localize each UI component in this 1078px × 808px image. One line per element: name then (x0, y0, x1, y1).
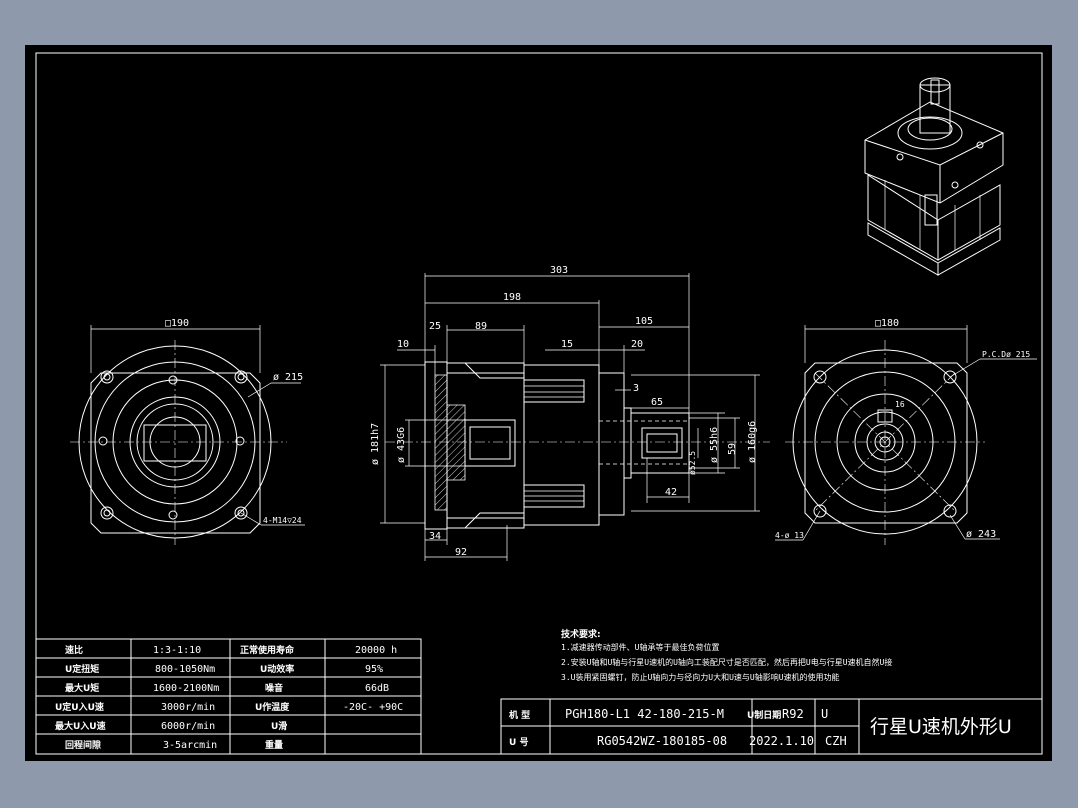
spec-r0-c2: 正常使用寿命 (240, 644, 295, 656)
notes-title: 技术要求: (561, 628, 601, 640)
spec-r2-c2: 噪音 (265, 682, 283, 694)
dim-dia-435: ø 43G6 (396, 427, 407, 463)
tb-drawing-title: 行星U速机外形U (870, 716, 1012, 738)
right-view: □180 P.C.Dø 215 16 4-ø 13 ø 243 (775, 318, 1037, 545)
spec-r1-c2: U动效率 (260, 663, 294, 675)
spec-r5-c1: 3-5arcmin (163, 740, 217, 751)
dim-bottom-34: 34 (429, 531, 441, 542)
dim-output-step1: 15 (561, 339, 573, 350)
dim-right-square: □180 (875, 318, 899, 329)
dim-shaft-len: 65 (651, 397, 663, 408)
tb-label-date: U制日期 (747, 709, 781, 721)
flange-section (434, 374, 448, 511)
dim-flange-offset: 25 (429, 321, 441, 332)
dim-body-length: 198 (503, 292, 521, 303)
dim-input-len: 89 (475, 321, 487, 332)
dim-output-step2: 20 (631, 339, 643, 350)
dim-dia-55: ø 55h6 (709, 427, 720, 463)
dim-dia-181: ø 181h7 (370, 423, 381, 465)
dim-input-step: 10 (397, 339, 409, 350)
dim-left-dia: ø 215 (273, 372, 303, 383)
dim-right-holes: 4-ø 13 (775, 531, 804, 540)
left-view: □190 ø 215 4-M14▽24 (70, 318, 305, 545)
spec-r0-c3: 20000 h (355, 645, 397, 656)
spec-r1-c3: 95% (365, 664, 383, 675)
spec-r3-c3: -20C- +90C (343, 702, 403, 713)
spec-r1-c1: 800-1050Nm (155, 664, 215, 675)
spec-r4-c2: U滑 (271, 720, 287, 732)
title-block: 机 型 PGH180-L1 42-180-215-M U制日期 R92 U U … (500, 698, 1043, 755)
dim-right-key: 16 (895, 400, 905, 409)
dim-bottom-92: 92 (455, 547, 467, 558)
tb-label-no: U 号 (509, 737, 528, 748)
notes-line-3: 3.U装用紧固螺钉，防止U轴向力与径向力U大和U速与U轴影响U速机的使用功能 (561, 672, 840, 682)
technical-notes: 技术要求: 1.减速器传动部件、U轴承等于最佳负荷位置 2.安装U轴和U轴与行星… (561, 628, 892, 682)
dim-output-len: 105 (635, 316, 653, 327)
spec-r5-c0: 回程间隙 (65, 739, 101, 751)
tb-date-code: R92 (782, 707, 804, 721)
tb-label-model: 机 型 (509, 709, 530, 721)
dim-total-length: 303 (550, 265, 568, 276)
dim-dia-25: ø52.5 (688, 451, 697, 475)
spec-r5-c2: 重量 (265, 739, 283, 751)
tb-model-value: PGH180-L1 42-180-215-M (565, 707, 724, 721)
notes-line-1: 1.减速器传动部件、U轴承等于最佳负荷位置 (561, 642, 719, 652)
dim-59: 59 (727, 443, 738, 455)
dim-right-dia: ø 243 (966, 529, 996, 540)
spec-r3-c0: U定U入U速 (55, 701, 104, 713)
dim-dia-160: ø 160g6 (747, 421, 758, 463)
drawing-sheet: □190 ø 215 4-M14▽24 (25, 45, 1052, 761)
spec-r4-c0: 最大U入U速 (55, 720, 106, 732)
spec-r2-c0: 最大U矩 (65, 682, 99, 694)
spec-r0-c1: 1:3-1:10 (153, 645, 201, 656)
dim-left-holes: 4-M14▽24 (263, 516, 302, 525)
spec-r3-c1: 3000r/min (161, 702, 215, 713)
isometric-view (864, 77, 1004, 276)
spec-r4-c1: 6000r/min (161, 721, 215, 732)
spec-table: 速比 1:3-1:10 正常使用寿命 20000 h U定扭矩 800-1050… (35, 638, 422, 755)
spec-r1-c0: U定扭矩 (65, 663, 99, 675)
spec-r3-c2: U作温度 (255, 701, 290, 713)
spec-r2-c1: 1600-2100Nm (153, 683, 219, 694)
tb-date-value: 2022.1.10 (749, 734, 814, 748)
cad-drawing: □190 ø 215 4-M14▽24 (35, 52, 1043, 755)
spec-r0-c0: 速比 (65, 644, 83, 656)
dim-left-square: □190 (165, 318, 189, 329)
dim-right-pcd: P.C.Dø 215 (982, 350, 1030, 359)
adapter-section (446, 404, 466, 481)
dim-gap: 3 (633, 383, 639, 394)
spec-r2-c3: 66dB (365, 683, 389, 694)
tb-number-value: RG0542WZ-180185-08 (597, 734, 727, 748)
center-view: 303 198 25 89 10 105 15 20 3 65 ø 181h7 … (370, 265, 770, 561)
notes-line-2: 2.安装U轴和U轴与行星U速机的U轴向工装配尺寸是否匹配，然后再把U电与行星U速… (561, 657, 892, 667)
tb-author: CZH (825, 734, 847, 748)
dim-key-len: 42 (665, 487, 677, 498)
tb-label-u: U (821, 707, 828, 721)
